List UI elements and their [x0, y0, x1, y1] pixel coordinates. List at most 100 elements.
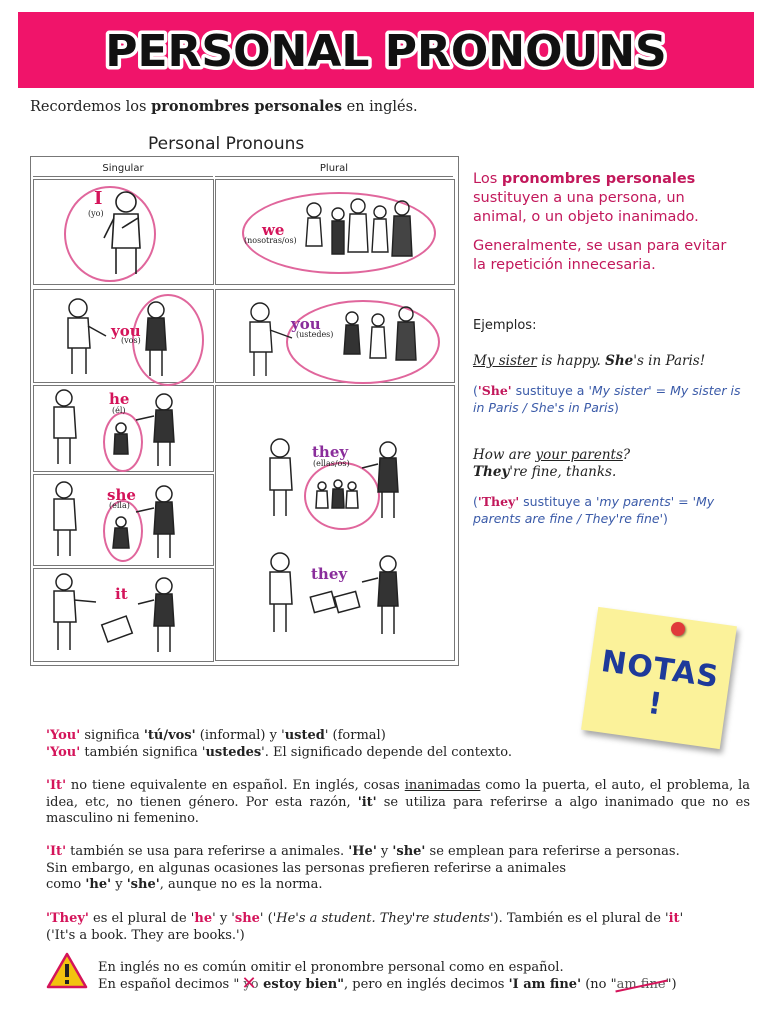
pron-you-singular: you: [111, 322, 141, 340]
note2-a: (: [473, 494, 478, 509]
pron-they-2: they: [311, 565, 348, 583]
pron-she: she: [107, 486, 136, 504]
they-term: 'They': [46, 911, 89, 926]
gloss-they: (ellas/os): [313, 459, 350, 468]
warn-d: 'I am fine': [508, 976, 582, 992]
animals-d: y: [376, 844, 393, 859]
two-person-illustration-she: [53, 481, 175, 558]
group-illustration-you-plural: [249, 302, 417, 376]
title-banner: [18, 12, 754, 88]
intro-bold: pronombres personales: [151, 98, 342, 115]
page-title-text: PERSONAL PRONOUNS: [105, 26, 667, 77]
gloss-he: (él): [112, 406, 126, 415]
note2-d: my parents: [599, 494, 671, 509]
animals-b: también se usa para referirse a animales…: [66, 844, 349, 859]
they-example: 'He's a student. They're students': [272, 911, 494, 926]
warn-c: , pero en inglés decimos: [344, 976, 509, 992]
usage-paragraph: Generalmente, se usan para evitar la rep…: [473, 238, 727, 273]
you-term-1: 'You': [46, 728, 81, 743]
ex1-end: 's in Paris!: [633, 353, 706, 369]
they-explanation: 'They' es el plural de 'he' y 'she' ('He…: [46, 911, 750, 944]
you-line-1: 'You' significa 'tú/vos' (informal) y 'u…: [46, 728, 750, 745]
they-d: ' y ': [212, 911, 235, 926]
struck-am-fine: am fine: [614, 977, 668, 992]
it-inanimate: inanimadas: [404, 778, 481, 793]
warn-b: estoy bien": [258, 976, 345, 992]
note1-e: ' =: [648, 383, 671, 398]
animals-line-2: Sin embargo, en algunas ocasiones las pe…: [46, 860, 567, 876]
you-l2-b: también significa ': [80, 744, 206, 760]
they-line-2: ('It's a book. They are books.'): [46, 927, 245, 943]
they-b: es el plural de ': [88, 911, 195, 926]
pron-i: I: [94, 188, 103, 209]
animals-she: 'she': [392, 844, 426, 859]
warn-f: "): [665, 976, 677, 992]
group-illustration-we: [305, 198, 413, 257]
examples-heading: Ejemplos:: [473, 318, 537, 333]
animals-it: 'It': [46, 844, 67, 859]
note1-f: My sister is in Paris / She's in Paris: [473, 383, 741, 415]
animals-h: como: [46, 877, 86, 892]
it-b: no tiene equivalente en español. En ingl…: [66, 778, 405, 793]
animals-l: , aunque no es la norma.: [159, 877, 323, 892]
pron-they-1: they: [312, 443, 349, 461]
it-explanation: 'It' no tiene equivalente en español. En…: [46, 778, 750, 828]
note1-pronoun: 'She': [477, 383, 512, 398]
person-illustration-i: [103, 191, 141, 274]
they-line-1: 'They' es el plural de 'he' y 'she' ('He…: [46, 911, 750, 928]
gloss-we: (nosotras/os): [244, 236, 297, 245]
you-term-2: 'You': [46, 744, 81, 760]
sticky-note-text: NOTAS !: [599, 644, 722, 723]
intro-line: Recordemos los pronombres personales en …: [30, 98, 418, 115]
warn-a: En español decimos ": [98, 976, 244, 992]
def-rest: sustituyen a una persona, un animal, o u…: [473, 190, 699, 225]
warning-line-1: En inglés no es común omitir el pronombr…: [98, 960, 564, 975]
it-f: se utiliza para referirse a algo inanima…: [46, 794, 750, 827]
you-l2-c: ustedes: [205, 744, 262, 760]
ex1-pronoun: She: [605, 353, 634, 369]
example-1: My sister is happy. She's in Paris!: [473, 353, 705, 369]
it-d: como la puerta, el auto, el problema, la…: [46, 778, 750, 810]
you-l1-b: significa: [80, 728, 144, 743]
animals-explanation: 'It' también se usa para referirse a ani…: [46, 844, 750, 894]
struck-yo-text: yo: [243, 976, 259, 992]
warning-line-2: En español decimos " yo✕ estoy bien", pe…: [98, 972, 748, 994]
note1-c: sustituye a ': [511, 383, 592, 398]
intro-prefix: Recordemos los: [30, 99, 152, 115]
gloss-i: (yo): [88, 209, 104, 218]
cell-they-2: [215, 522, 455, 661]
pron-it: it: [115, 585, 128, 603]
ellipse-they: [304, 462, 380, 530]
pron-we: we: [262, 221, 285, 239]
it-e: 'it': [357, 794, 377, 810]
pron-he: he: [109, 390, 130, 408]
ellipse-she: [103, 500, 143, 562]
you-line-2: 'You' también significa 'ustedes'. El si…: [46, 745, 750, 762]
pron-you-plural: you: [291, 315, 321, 333]
they-j: ': [679, 911, 684, 926]
col-singular: Singular: [33, 160, 213, 177]
cross-mark-icon: ✕: [241, 972, 257, 994]
ex2-e: 're fine, thanks.: [509, 464, 617, 480]
animals-i: 'he': [85, 877, 112, 892]
def-prefix: Los: [473, 171, 502, 187]
ellipse-you-plural: [286, 300, 440, 384]
they-f: ' (: [259, 911, 273, 926]
you-l1-f: ' (formal): [324, 728, 386, 743]
they-it: it: [668, 911, 680, 926]
page-title-graphic: PERSONAL PRONOUNS PERSONAL PRONOUNS: [102, 23, 671, 81]
example-2: How are your parents?They're fine, thank…: [473, 447, 630, 481]
ellipse-he: [103, 412, 143, 472]
note1-d: My sister: [591, 383, 649, 398]
you-l1-d: (informal) y ': [195, 728, 285, 743]
ex1-mid: is happy.: [536, 353, 606, 369]
ex2-pronoun: They: [473, 464, 510, 480]
animals-j: y: [111, 877, 127, 892]
example-2-note: ('They' sustituye a 'my parents' = 'My p…: [473, 493, 753, 527]
table-heading: Personal Pronouns: [148, 134, 305, 154]
example-1-note: ('She' sustituye a 'My sister' = My sist…: [473, 382, 753, 416]
page-title-outline: PERSONAL PRONOUNS: [105, 26, 667, 77]
pronoun-table: [30, 156, 459, 666]
note2-g: '): [659, 511, 668, 526]
